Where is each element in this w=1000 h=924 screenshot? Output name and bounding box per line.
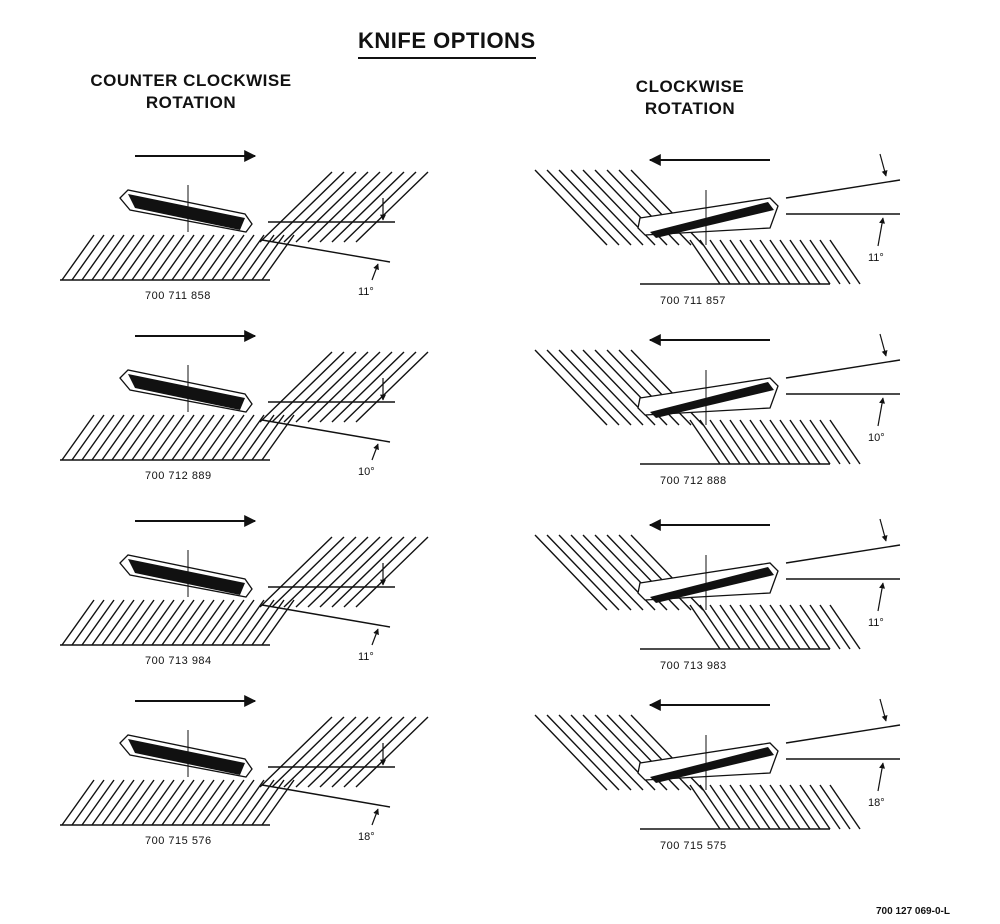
knife-blade <box>637 370 779 425</box>
angle-line <box>261 784 391 808</box>
angle-line <box>261 239 391 263</box>
knife-option-700-712-888 <box>534 333 901 465</box>
part-number-label: 700 715 575 <box>660 840 727 852</box>
dimension-arrow-up <box>877 397 886 427</box>
knife-blade <box>637 555 779 610</box>
part-number-label: 700 712 889 <box>145 470 212 482</box>
angle-line <box>261 419 391 443</box>
knife-blade <box>637 190 779 245</box>
angle-label: 11° <box>358 286 374 298</box>
dimension-arrow-up <box>371 443 379 461</box>
knife-blade <box>119 185 253 233</box>
knife-option-700-711-858 <box>60 150 429 281</box>
knife-blade <box>119 730 253 778</box>
knife-option-700-713-983 <box>534 518 901 650</box>
lower-hatch-block <box>60 599 295 646</box>
dimension-arrow-up <box>877 217 886 247</box>
part-number-label: 700 711 858 <box>145 290 211 302</box>
angle-line <box>785 724 901 744</box>
lower-hatch-block <box>60 414 295 461</box>
lower-hatch-block <box>640 784 861 830</box>
angle-label: 11° <box>358 651 374 663</box>
left-column-heading: COUNTER CLOCKWISE ROTATION <box>90 71 292 112</box>
part-number-label: 700 713 983 <box>660 660 727 672</box>
dimension-arrow-down <box>879 518 888 542</box>
knife-option-700-715-576 <box>60 695 429 826</box>
upper-hatch-block <box>259 171 429 243</box>
knife-blade <box>119 365 253 413</box>
part-number-label: 700 711 857 <box>660 295 726 307</box>
page-title: KNIFE OPTIONS <box>358 28 536 59</box>
angle-label: 18° <box>358 831 375 843</box>
angle-line <box>785 359 901 379</box>
part-number-label: 700 712 888 <box>660 475 727 487</box>
dimension-arrow-up <box>877 762 886 792</box>
dimension-arrow-down <box>879 333 888 357</box>
angle-line <box>785 179 901 199</box>
lower-hatch-block <box>640 239 861 285</box>
dimension-arrow-up <box>371 808 379 826</box>
angle-label: 10° <box>358 466 375 478</box>
lower-hatch-block <box>640 419 861 465</box>
upper-hatch-block <box>259 351 429 423</box>
lower-hatch-block <box>60 234 295 281</box>
upper-hatch-block <box>259 536 429 608</box>
document-number: 700 127 069-0-L <box>876 906 950 917</box>
part-number-label: 700 715 576 <box>145 835 212 847</box>
dimension-arrow-up <box>371 628 379 646</box>
angle-label: 18° <box>868 797 885 809</box>
knife-option-700-713-984 <box>60 515 429 646</box>
lower-hatch-block <box>60 779 295 826</box>
angle-line <box>785 544 901 564</box>
dimension-arrow-down <box>879 153 888 177</box>
dimension-arrow-up <box>877 582 886 612</box>
upper-hatch-block <box>259 716 429 788</box>
knife-option-700-715-575 <box>534 698 901 830</box>
knife-option-700-712-889 <box>60 330 429 461</box>
knife-blade <box>119 550 253 598</box>
dimension-arrow-down <box>879 698 888 722</box>
lower-hatch-block <box>640 604 861 650</box>
angle-label: 11° <box>868 252 884 264</box>
angle-label: 11° <box>868 617 884 629</box>
angle-label: 10° <box>868 432 885 444</box>
part-number-label: 700 713 984 <box>145 655 212 667</box>
knife-option-700-711-857 <box>534 153 901 285</box>
angle-line <box>261 604 391 628</box>
knife-blade <box>637 735 779 790</box>
right-column-heading: CLOCKWISE ROTATION <box>635 77 745 118</box>
dimension-arrow-up <box>371 263 379 281</box>
